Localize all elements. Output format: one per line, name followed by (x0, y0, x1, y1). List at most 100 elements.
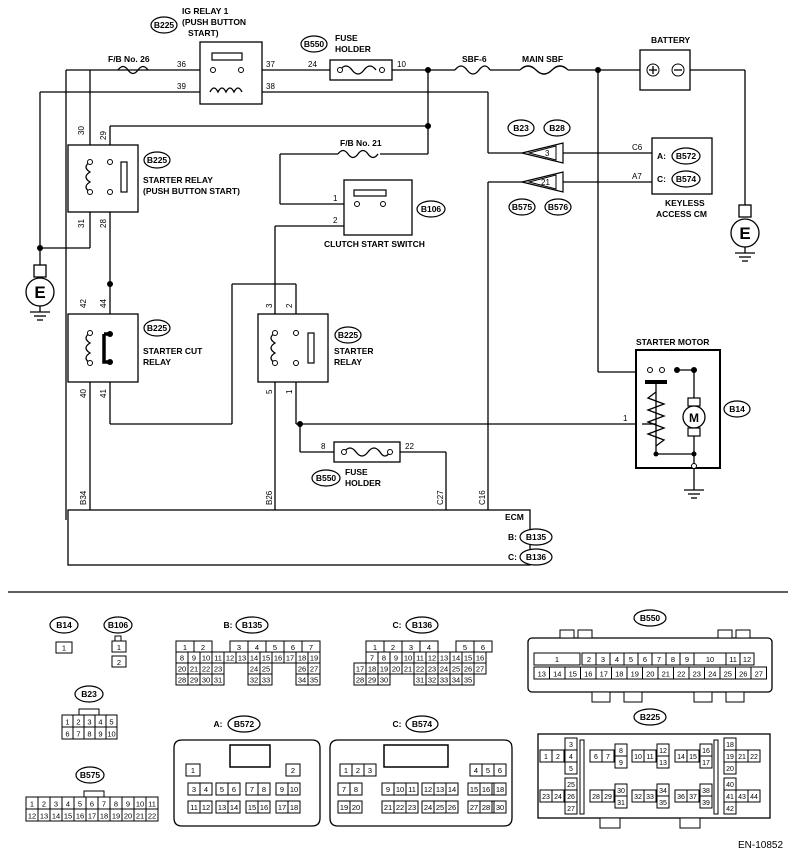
b550-pin: 25 (724, 670, 732, 679)
b574-cell (493, 800, 507, 814)
b574-pin: 20 (352, 803, 360, 812)
b550-pin: 22 (677, 670, 685, 679)
b550-pin: 27 (755, 670, 763, 679)
b14-pin: 1 (62, 644, 66, 653)
b575-pin: 15 (64, 812, 72, 821)
fuse-holder-bot-label-1: FUSE (345, 467, 368, 477)
b136-cell (473, 662, 487, 675)
starter-relay-push-button: B225 STARTER RELAY (PUSH BUTTON START) 3… (67, 126, 240, 228)
b225-cell (643, 789, 657, 803)
b572-cell (287, 800, 301, 814)
b225-pin: 13 (659, 760, 667, 767)
b574-cell (493, 763, 507, 777)
b225-cell (686, 749, 700, 763)
b23-conn-ref-oval (74, 685, 104, 703)
b136-pin: 28 (356, 676, 364, 685)
b225-cell (551, 789, 565, 803)
b575-ref: B575 (512, 202, 533, 212)
b572-cell (185, 763, 201, 777)
b572-cell (227, 782, 241, 796)
b575-pin: 17 (88, 812, 96, 821)
junction-dots (37, 67, 601, 427)
b225-pin: 26 (567, 794, 575, 801)
b136-pin: 33 (440, 676, 448, 685)
b136-pin: 31 (416, 676, 424, 685)
b550-pin: 4 (615, 655, 619, 664)
b572-pin: 4 (204, 785, 208, 794)
b106-cell (111, 640, 127, 653)
pin-c6: C6 (632, 143, 643, 152)
b225-cell (601, 789, 615, 803)
starter-relay: B225 STARTER RELAY 3 2 5 1 (257, 303, 374, 394)
b135-pin: 5 (273, 643, 277, 652)
b574-cell (405, 800, 419, 814)
pin-21: 21 (541, 178, 550, 187)
b136-pin: 22 (416, 665, 424, 674)
b225-cell (656, 755, 670, 769)
pin-2-relay: 2 (285, 303, 294, 308)
starter-relay-pb-label-1: STARTER RELAY (143, 175, 213, 185)
b550-pin: 3 (601, 655, 605, 664)
b135-cell (211, 673, 225, 686)
b225-pin: 37 (689, 794, 697, 801)
pin-30: 30 (77, 126, 86, 135)
b574-cell (445, 782, 459, 796)
b225-rib (579, 739, 585, 815)
b550-latch (559, 629, 575, 639)
b550-latch (577, 629, 593, 639)
b550-latch (717, 629, 733, 639)
b550-pin: 20 (646, 670, 654, 679)
b135-ref-oval (235, 616, 269, 634)
b23-pin: 3 (87, 718, 91, 727)
b136-ref: B136 (412, 620, 433, 630)
motor-m: M (689, 411, 699, 425)
b572-ref-oval (227, 715, 261, 733)
b575-pin: 13 (40, 812, 48, 821)
keyless-label-1: KEYLESS (665, 198, 705, 208)
starter-relay-label-2: RELAY (334, 357, 362, 367)
keyless-a-ref: B572 (676, 151, 697, 161)
b574-window (383, 744, 449, 768)
b135-pin: 25 (262, 665, 270, 674)
pin-36: 36 (177, 60, 186, 69)
b135-pin: 32 (250, 676, 258, 685)
b135-pin: 35 (310, 676, 318, 685)
b136-pin: 13 (440, 654, 448, 663)
b135-pin: 7 (309, 643, 313, 652)
b136-pin: 18 (368, 665, 376, 674)
b225-pin: 9 (619, 760, 623, 767)
pin-1-relay: 1 (285, 389, 294, 394)
b135-pin: 8 (180, 654, 184, 663)
b225-pin: 24 (554, 794, 562, 801)
b135-pin: 6 (291, 643, 295, 652)
b576-ref: B576 (548, 202, 569, 212)
b574-pin: 18 (496, 785, 504, 794)
pin-1: 1 (333, 194, 338, 203)
starter-motor: STARTER MOTOR M B14 1 (623, 337, 751, 499)
b572-pin: 16 (260, 803, 268, 812)
b135-pin: 13 (238, 654, 246, 663)
starter-relay-label-1: STARTER (334, 346, 374, 356)
b14-ref: B14 (56, 620, 72, 630)
b574-cell (445, 800, 459, 814)
b136-pin: 32 (428, 676, 436, 685)
pin-5-relay: 5 (265, 389, 274, 394)
b572-window (229, 744, 271, 768)
b225-pin: 33 (646, 794, 654, 801)
battery-label: BATTERY (651, 35, 691, 45)
b136-pin: 3 (409, 643, 413, 652)
fb-21: F/B No. 21 (337, 138, 382, 159)
b575-cell (145, 808, 159, 822)
b572-pin: 15 (248, 803, 256, 812)
b225-pin: 4 (569, 754, 573, 761)
b550-latch (591, 691, 611, 703)
b225-pin: 32 (634, 794, 642, 801)
main-sbf: MAIN SBF (519, 54, 569, 75)
b225-pin: 7 (606, 754, 610, 761)
b23-pin: 1 (65, 718, 69, 727)
b136-pin: 27 (476, 665, 484, 674)
b136-cell (377, 673, 391, 686)
diagram-code: EN-10852 (738, 840, 783, 851)
b225-latch (679, 817, 701, 829)
